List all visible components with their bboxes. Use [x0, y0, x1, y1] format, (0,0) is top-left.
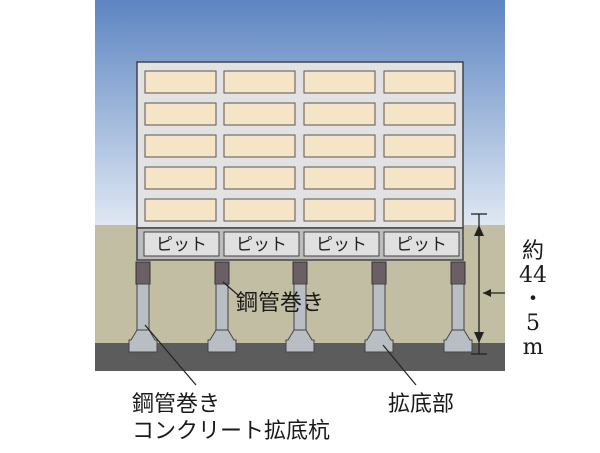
pile — [285, 261, 315, 353]
depth-unit: m — [522, 335, 544, 360]
window — [383, 166, 456, 190]
window — [303, 198, 376, 222]
pit-label: ピット — [396, 235, 447, 255]
pit-box — [383, 231, 460, 257]
window — [303, 102, 376, 126]
pile-label-line1: 鋼管巻き — [132, 392, 221, 417]
steel-wrap-label: 鋼管巻き — [236, 291, 325, 316]
window — [223, 134, 296, 158]
pile-enlarged-base — [364, 329, 394, 353]
window — [303, 70, 376, 94]
enlarged-base-label: 拡底部 — [388, 392, 455, 417]
pit-box — [143, 231, 220, 257]
steel-sleeve — [135, 261, 151, 285]
pile-shaft — [215, 283, 229, 331]
pile — [443, 261, 473, 353]
steel-sleeve — [450, 261, 466, 285]
pit-label: ピット — [156, 235, 207, 255]
pit-label: ピット — [236, 235, 287, 255]
window — [383, 70, 456, 94]
pile-enlarged-base — [285, 329, 315, 353]
depth-label: 約 44 ・ 5 m — [513, 240, 553, 360]
window — [144, 166, 217, 190]
steel-sleeve — [292, 261, 308, 285]
window — [383, 198, 456, 222]
window — [144, 134, 217, 158]
window — [303, 134, 376, 158]
pit-label: ピット — [316, 235, 367, 255]
pile-enlarged-base — [443, 329, 473, 353]
pit-box — [303, 231, 380, 257]
building-windows — [144, 70, 456, 222]
window — [303, 166, 376, 190]
pile-shaft — [372, 283, 386, 331]
depth-dimension-arrow — [471, 213, 505, 355]
pile-enlarged-base — [207, 329, 237, 353]
pile — [128, 261, 158, 353]
depth-about: 約 — [521, 239, 544, 264]
leader-line-base — [382, 344, 417, 386]
piles — [128, 261, 473, 353]
pile-enlarged-base — [128, 329, 158, 353]
steel-sleeve — [214, 261, 230, 285]
leader-line-pile — [144, 324, 197, 386]
window — [144, 198, 217, 222]
window — [144, 102, 217, 126]
depth-value-5: 5 — [526, 311, 540, 336]
window — [383, 102, 456, 126]
pile-shaft — [451, 283, 465, 331]
window — [223, 198, 296, 222]
steel-sleeve — [371, 261, 387, 285]
pile — [207, 261, 237, 353]
window — [223, 102, 296, 126]
depth-value-44: 44 — [519, 263, 547, 288]
window — [223, 166, 296, 190]
pile-shaft — [136, 283, 150, 331]
pile-label-line2: コンクリート拡底杭 — [132, 419, 331, 444]
pit-box — [223, 231, 300, 257]
pit-boxes: ピット ピット ピット ピット — [143, 231, 460, 257]
window — [223, 70, 296, 94]
depth-dot: ・ — [521, 287, 544, 312]
pile — [364, 261, 394, 353]
window — [144, 70, 217, 94]
leader-line-steel-wrap — [222, 281, 239, 296]
window — [383, 134, 456, 158]
